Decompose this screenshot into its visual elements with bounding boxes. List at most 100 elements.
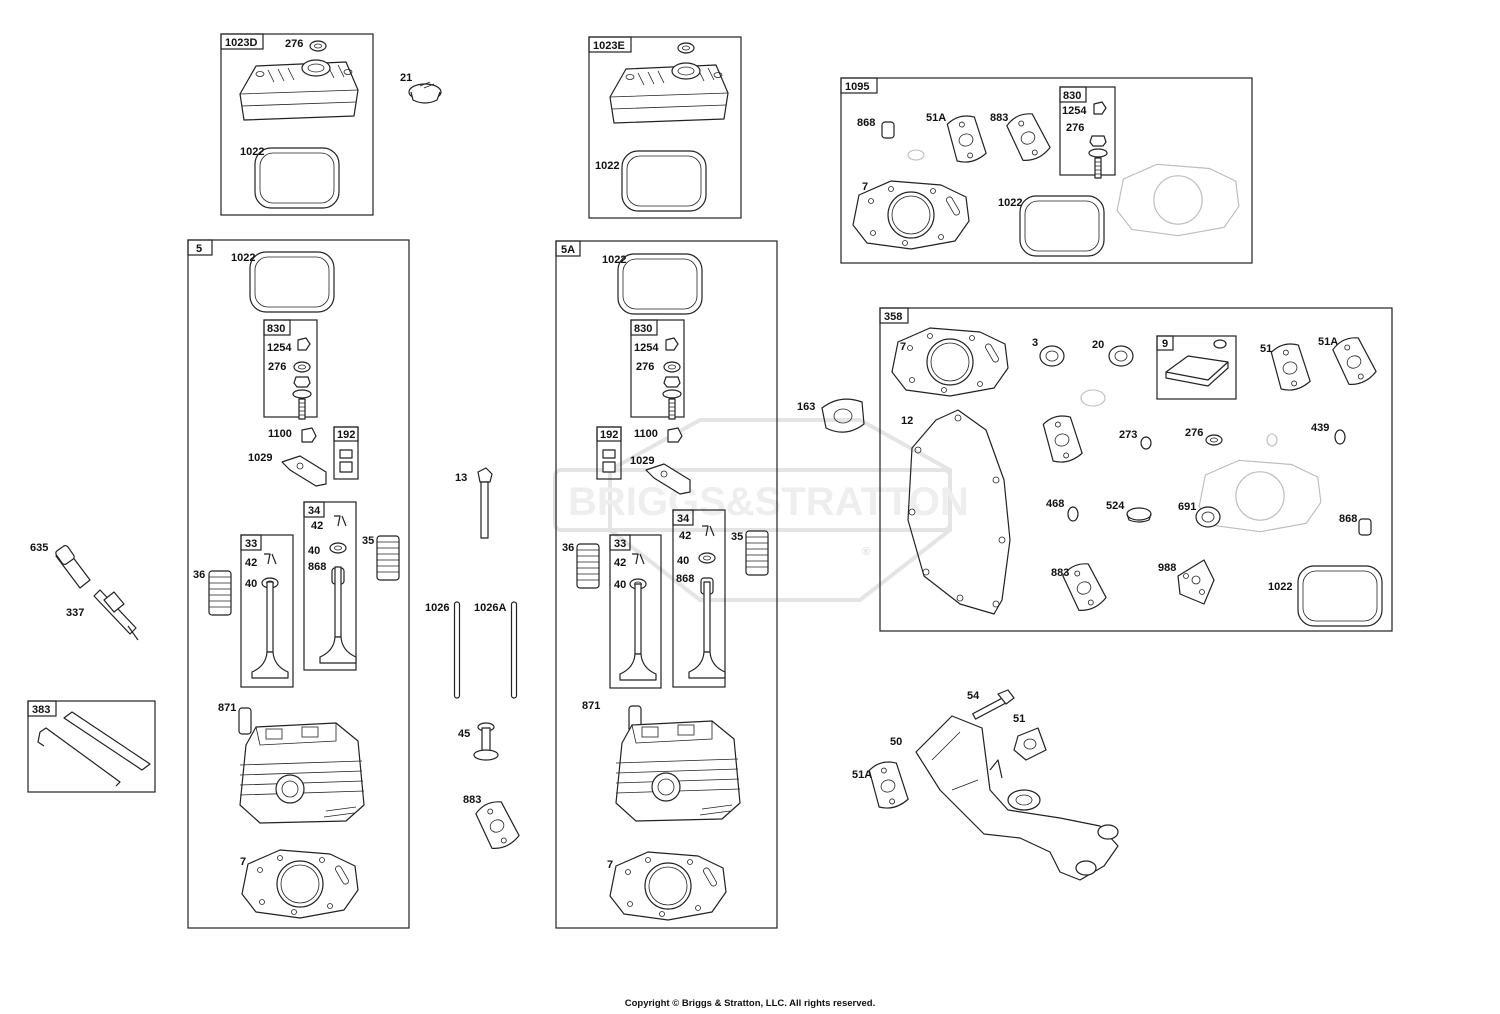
copyright-notice: Copyright © Briggs & Stratton, LLC. All … bbox=[624, 998, 876, 1009]
part-label-163: 163 bbox=[797, 401, 815, 413]
group-tag-192: 192 bbox=[337, 429, 355, 441]
gasket-51A bbox=[945, 112, 988, 166]
valve-spring-36 bbox=[576, 543, 600, 589]
part-label-276: 276 bbox=[1066, 122, 1084, 134]
rocker-guide bbox=[301, 427, 317, 443]
intake-valve bbox=[251, 581, 289, 679]
head-gasket-ghost bbox=[1116, 163, 1240, 237]
washer-ghost bbox=[907, 149, 925, 161]
group-tag-5: 5 bbox=[196, 243, 202, 255]
part-label-1026A: 1026A bbox=[474, 602, 506, 614]
part-label-51: 51 bbox=[1260, 343, 1272, 355]
valve-cover-gasket bbox=[617, 253, 703, 315]
part-label-45: 45 bbox=[458, 728, 470, 740]
group-1023E: 1023E 1022 bbox=[588, 36, 742, 219]
part-label-54: 54 bbox=[967, 690, 980, 702]
part-label-42: 42 bbox=[614, 557, 626, 569]
valve-keeper bbox=[632, 553, 645, 565]
part-label-36: 36 bbox=[562, 542, 574, 554]
part-label-337: 337 bbox=[66, 607, 84, 619]
intake-valve bbox=[619, 583, 657, 681]
part-label-276: 276 bbox=[268, 361, 286, 373]
part-label-50: 50 bbox=[890, 736, 902, 748]
group-tag-830: 830 bbox=[267, 323, 285, 335]
part-label-13: 13 bbox=[455, 472, 467, 484]
part-label-1022: 1022 bbox=[1268, 581, 1292, 593]
valve-cover-1023E bbox=[609, 62, 729, 124]
part-label-1254: 1254 bbox=[1062, 105, 1087, 117]
rocker-arm bbox=[645, 463, 691, 495]
washer-276 bbox=[1205, 434, 1223, 446]
valve-spring-36 bbox=[208, 570, 232, 616]
gasket-988 bbox=[1177, 559, 1215, 605]
push-rod-1026 bbox=[453, 601, 461, 699]
part-label-12: 12 bbox=[901, 415, 913, 427]
group-tag-34: 34 bbox=[677, 513, 690, 525]
seal-ghost bbox=[1080, 389, 1106, 407]
gasket-51A bbox=[867, 758, 910, 812]
part-label-51A: 51A bbox=[1318, 336, 1338, 348]
part-label-868: 868 bbox=[1339, 513, 1357, 525]
valve-seal bbox=[881, 121, 895, 139]
group-5: 5 1022 830 1254 276 1100 192 1029 34 42 … bbox=[187, 239, 410, 929]
group-tag-830: 830 bbox=[1063, 90, 1081, 102]
group-383: 383 bbox=[27, 700, 156, 793]
oil-seal-20 bbox=[1108, 345, 1134, 367]
part-label-40: 40 bbox=[614, 579, 626, 591]
rocker-stud bbox=[662, 376, 682, 420]
part-label-7: 7 bbox=[240, 856, 246, 868]
group-5A: 5A 1022 830 1254 276 192 1100 1029 36 33… bbox=[555, 240, 778, 929]
watermark-registered-mark: ® bbox=[862, 546, 870, 558]
part-label-40: 40 bbox=[245, 578, 257, 590]
part-label-883: 883 bbox=[463, 794, 481, 806]
dowel-pin bbox=[238, 707, 252, 735]
bolt-head bbox=[665, 337, 679, 351]
part-label-276: 276 bbox=[1185, 427, 1203, 439]
spark-plug-wrench bbox=[63, 711, 151, 771]
part-label-1029: 1029 bbox=[248, 452, 272, 464]
part-label-871: 871 bbox=[582, 700, 600, 712]
plug-524 bbox=[1126, 507, 1152, 523]
oring-273 bbox=[1140, 436, 1152, 450]
group-358: 358 7 3 20 9 51 51A 12 273 bbox=[879, 307, 1393, 632]
oring-ghost bbox=[1266, 433, 1278, 447]
part-label-42: 42 bbox=[311, 520, 323, 532]
group-tag-5A: 5A bbox=[561, 244, 575, 256]
gasket-ghost bbox=[1041, 412, 1084, 466]
part-label-1100: 1100 bbox=[634, 428, 658, 440]
part-label-42: 42 bbox=[679, 530, 691, 542]
part-label-988: 988 bbox=[1158, 562, 1176, 574]
rocker-stud bbox=[1088, 135, 1108, 179]
group-tag-9: 9 bbox=[1162, 338, 1168, 350]
oring-468 bbox=[1067, 506, 1079, 522]
valve-cover-gasket bbox=[254, 147, 340, 209]
group-tag-1023E: 1023E bbox=[593, 40, 625, 52]
group-tag-33: 33 bbox=[245, 538, 257, 550]
group-tag-192: 192 bbox=[600, 429, 618, 441]
part-label-524: 524 bbox=[1106, 500, 1125, 512]
group-tag-1023D: 1023D bbox=[225, 37, 257, 49]
part-label-42: 42 bbox=[245, 557, 257, 569]
valve-cover-gasket bbox=[1019, 195, 1105, 257]
watermark-logo: BRIGGS&STRATTON ® bbox=[553, 418, 969, 602]
group-tag-358: 358 bbox=[884, 311, 902, 323]
washer bbox=[293, 361, 311, 373]
push-rod-1026A bbox=[510, 601, 518, 699]
oring-439 bbox=[1334, 429, 1346, 445]
part-label-1254: 1254 bbox=[267, 342, 292, 354]
washer bbox=[663, 361, 681, 373]
part-label-635: 635 bbox=[30, 542, 48, 554]
part-label-7: 7 bbox=[900, 341, 906, 353]
part-label-1254: 1254 bbox=[634, 342, 659, 354]
valve-spring-35 bbox=[376, 535, 400, 581]
gasket-883 bbox=[1004, 108, 1053, 165]
bolt-head bbox=[1093, 101, 1107, 115]
valve-cover-gasket bbox=[1297, 565, 1383, 627]
exhaust-valve bbox=[319, 566, 357, 664]
part-label-36: 36 bbox=[193, 569, 205, 581]
head-bolt bbox=[477, 467, 493, 539]
bolt-head bbox=[297, 337, 311, 351]
part-label-21: 21 bbox=[400, 72, 412, 84]
cylinder-head bbox=[239, 722, 365, 824]
group-1023D: 1023D 276 1022 bbox=[220, 33, 374, 216]
